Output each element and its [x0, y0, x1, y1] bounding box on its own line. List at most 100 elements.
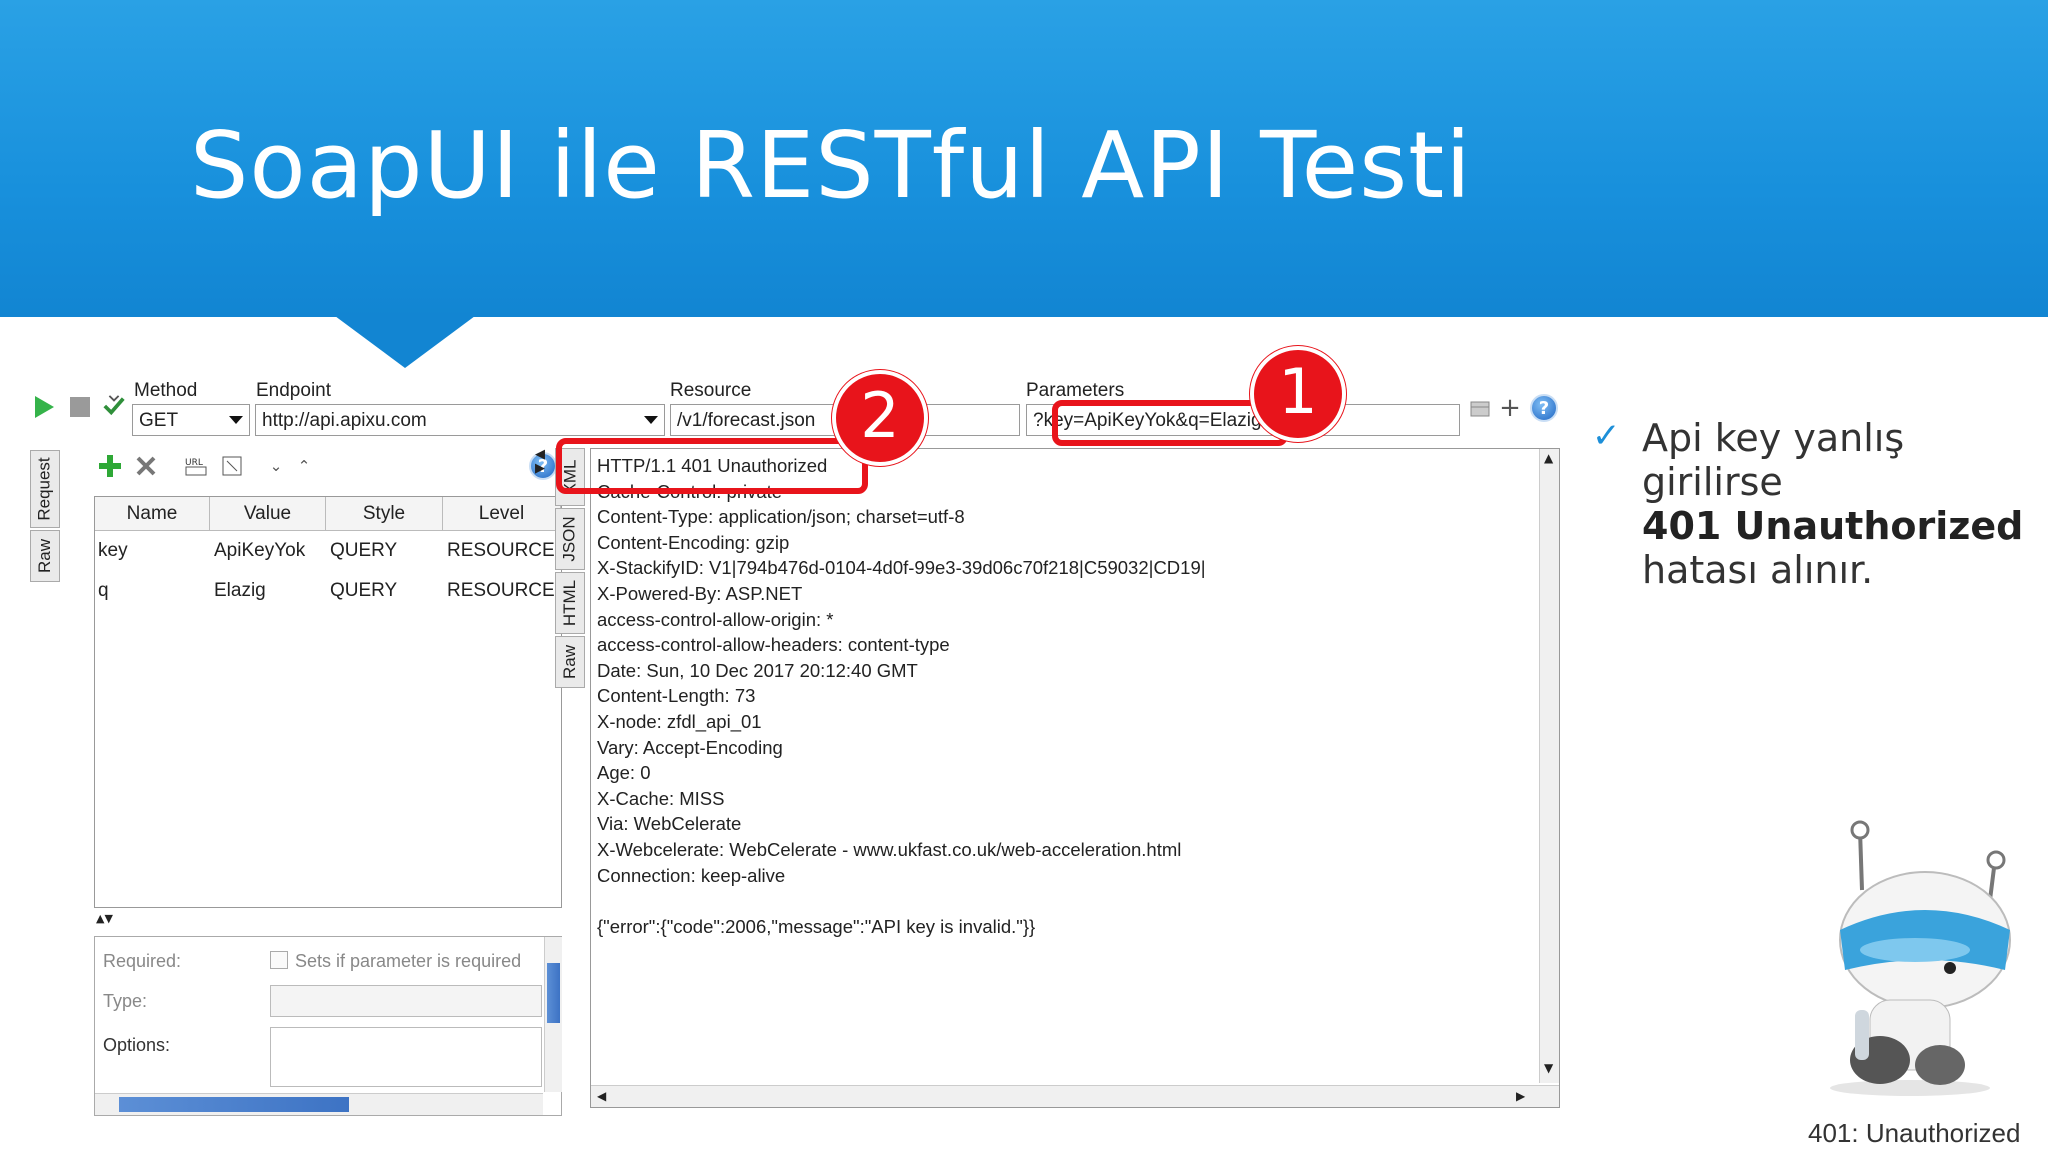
response-line: Content-Encoding: gzip [597, 531, 790, 553]
callout-badge-1: 1 [1250, 346, 1346, 442]
response-line [597, 888, 1206, 914]
parameters-label: Parameters [1026, 380, 1125, 401]
column-header-level[interactable]: Level [443, 497, 561, 531]
chevron-down-icon [644, 416, 658, 424]
response-horizontal-scrollbar[interactable]: ◀ ▶ [591, 1085, 1559, 1107]
help-icon[interactable]: ? [1530, 394, 1558, 422]
tab-json[interactable]: JSON [555, 508, 585, 570]
soapui-request-window: Method GET Endpoint http://api.apixu.com… [30, 346, 1580, 1130]
param-style[interactable]: QUERY [330, 540, 398, 561]
panel-collapse-arrows[interactable]: ◀▶ [535, 447, 545, 476]
response-line: X-Webcelerate: WebCelerate - www.ukfast.… [597, 838, 1182, 860]
tab-raw-response[interactable]: Raw [555, 636, 585, 688]
resource-label: Resource [670, 380, 752, 401]
scroll-down-icon[interactable]: ▼ [1544, 1061, 1554, 1075]
details-vertical-scrollbar[interactable] [544, 937, 562, 1092]
endpoint-input[interactable]: http://api.apixu.com [255, 404, 665, 436]
check-arrow-icon[interactable] [102, 394, 126, 418]
note-line-3: hatası alınır. [1642, 548, 1874, 592]
table-row[interactable]: q Elazig QUERY RESOURCE [95, 573, 561, 609]
add-icon[interactable]: + [1499, 393, 1521, 423]
scroll-left-icon[interactable]: ◀ [597, 1089, 607, 1103]
slide-header-banner [0, 0, 2048, 317]
play-icon[interactable] [32, 395, 56, 419]
options-textarea[interactable] [270, 1027, 542, 1087]
mascot-caption: 401: Unauthorized [1808, 1118, 2021, 1148]
details-horizontal-scrollbar[interactable] [95, 1093, 543, 1115]
note-line-1: Api key yanlış girilirse [1642, 416, 1905, 504]
response-line: X-node: zfdl_api_01 [597, 710, 762, 732]
banner-pointer [335, 316, 475, 368]
response-line: Connection: keep-alive [597, 864, 786, 886]
param-value[interactable]: Elazig [214, 580, 266, 601]
response-line: Age: 0 [597, 762, 651, 784]
response-vertical-scrollbar[interactable]: ▲ ▼ [1539, 449, 1559, 1083]
param-style[interactable]: QUERY [330, 580, 398, 601]
status-line-highlight [556, 438, 868, 494]
remove-param-icon[interactable] [134, 454, 158, 478]
response-line: access-control-allow-headers: content-ty… [597, 634, 950, 656]
response-line: HTTP/1.1 401 Unauthorized [597, 455, 828, 476]
tab-raw[interactable]: Raw [30, 530, 60, 582]
param-level[interactable]: RESOURCE [447, 580, 555, 601]
required-checkbox[interactable] [270, 951, 288, 969]
tab-request[interactable]: Request [30, 450, 60, 528]
url-params-icon[interactable]: URL [184, 454, 208, 478]
column-header-name[interactable]: Name [95, 497, 210, 531]
grid-icon[interactable] [1468, 397, 1492, 421]
column-header-value[interactable]: Value [210, 497, 326, 531]
add-param-icon[interactable] [98, 454, 122, 478]
table-row[interactable]: key ApiKeyYok QUERY RESOURCE [95, 533, 561, 569]
column-header-style[interactable]: Style [326, 497, 443, 531]
note-line-2: 401 Unauthorized [1642, 504, 2024, 548]
move-down-icon[interactable]: ⌄ [269, 457, 283, 475]
tab-html[interactable]: HTML [555, 572, 585, 634]
chevron-down-icon [229, 416, 243, 424]
stop-icon[interactable] [68, 395, 92, 419]
method-label: Method [134, 380, 198, 401]
options-label: Options: [103, 1035, 171, 1055]
response-line: Vary: Accept-Encoding [597, 736, 783, 758]
type-label: Type: [103, 991, 148, 1011]
request-view-tabs: Request Raw [30, 450, 60, 600]
response-line: Via: WebCelerate [597, 813, 742, 835]
response-line: Content-Type: application/json; charset=… [597, 506, 965, 528]
type-select[interactable] [270, 985, 542, 1017]
param-value[interactable]: ApiKeyYok [214, 540, 306, 561]
response-line: Date: Sun, 10 Dec 2017 20:12:40 GMT [597, 659, 918, 681]
endpoint-value: http://api.apixu.com [262, 410, 427, 431]
method-value: GET [139, 410, 179, 431]
param-level[interactable]: RESOURCE [447, 540, 555, 561]
move-up-icon[interactable]: ⌃ [297, 457, 311, 475]
response-line: access-control-allow-origin: * [597, 608, 834, 630]
response-line: X-Cache: MISS [597, 787, 725, 809]
callout-badge-2: 2 [832, 370, 928, 466]
param-name[interactable]: key [98, 540, 128, 561]
splitter-arrows[interactable]: ▲▼ [96, 912, 113, 925]
resource-value: /v1/forecast.json [677, 410, 816, 431]
param-name[interactable]: q [98, 580, 109, 601]
param-details-panel: Required: Sets if parameter is required … [94, 936, 562, 1116]
scroll-up-icon[interactable]: ▲ [1544, 451, 1554, 465]
parameters-value: ?key=ApiKeyYok&q=Elazig [1033, 410, 1262, 431]
parameters-input[interactable]: ?key=ApiKeyYok&q=Elazig [1026, 404, 1460, 436]
svg-text:URL: URL [185, 458, 203, 468]
note-text: Api key yanlış girilirse 401 Unauthorize… [1642, 416, 2032, 592]
scroll-right-icon[interactable]: ▶ [1516, 1089, 1526, 1103]
method-select[interactable]: GET [132, 404, 250, 436]
checkmark-icon: ✓ [1592, 416, 1621, 456]
response-line: X-StackifyID: V1|794b476d-0104-4d0f-99e3… [597, 557, 1206, 579]
params-table: Name Value Style Level key ApiKeyYok QUE… [94, 496, 562, 908]
response-view-tabs: XML JSON HTML Raw [555, 448, 585, 688]
revert-icon[interactable] [220, 454, 244, 478]
scrollbar-thumb[interactable] [547, 963, 560, 1023]
response-line: {"error":{"code":2006,"message":"API key… [597, 915, 1036, 937]
response-line: Content-Length: 73 [597, 685, 756, 707]
scrollbar-thumb[interactable] [119, 1097, 349, 1112]
help-icon[interactable]: ? [529, 452, 557, 480]
endpoint-label: Endpoint [256, 380, 332, 401]
required-label: Required: [103, 951, 182, 971]
slide-title: SoapUI ile RESTful API Testi [190, 112, 1472, 219]
